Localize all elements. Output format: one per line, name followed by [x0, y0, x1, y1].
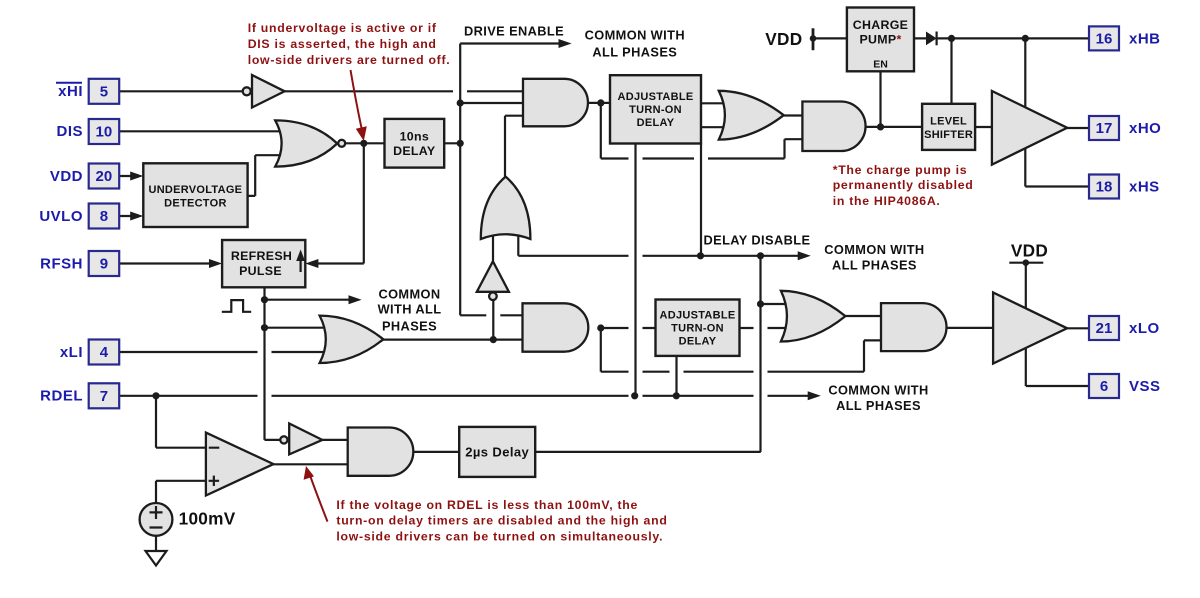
svg-text:17: 17 — [1096, 120, 1113, 137]
svg-text:VSS: VSS — [1129, 378, 1161, 395]
svg-text:xHI: xHI — [58, 83, 83, 100]
svg-text:COMMON WITH: COMMON WITH — [585, 27, 685, 42]
svg-text:TURN-ON: TURN-ON — [671, 323, 724, 335]
svg-text:21: 21 — [1096, 320, 1113, 337]
svg-text:PULSE: PULSE — [239, 264, 282, 278]
svg-text:ALL PHASES: ALL PHASES — [836, 398, 921, 413]
svg-text:xHS: xHS — [1129, 179, 1160, 196]
svg-text:DIS is asserted, the high and: DIS is asserted, the high and — [248, 37, 437, 51]
svg-text:ADJUSTABLE: ADJUSTABLE — [618, 91, 694, 103]
svg-text:ADJUSTABLE: ADJUSTABLE — [660, 310, 736, 322]
svg-text:xHB: xHB — [1129, 31, 1161, 48]
svg-text:18: 18 — [1096, 179, 1113, 196]
svg-text:DELAY: DELAY — [637, 117, 675, 129]
svg-text:DELAY: DELAY — [393, 144, 436, 158]
svg-text:If undervoltage is active or i: If undervoltage is active or if — [248, 21, 437, 35]
svg-text:low-side drivers are turned of: low-side drivers are turned off. — [248, 53, 451, 67]
svg-text:PUMP*: PUMP* — [859, 32, 901, 46]
svg-text:RFSH: RFSH — [40, 255, 83, 272]
svg-text:16: 16 — [1096, 30, 1113, 47]
svg-text:VDD: VDD — [765, 29, 802, 49]
svg-text:20: 20 — [96, 168, 113, 185]
svg-text:SHIFTER: SHIFTER — [924, 129, 973, 141]
svg-text:low-side drivers can be turned: low-side drivers can be turned on simult… — [336, 530, 663, 544]
svg-text:VDD: VDD — [1011, 241, 1048, 261]
svg-text:DIS: DIS — [56, 123, 83, 140]
svg-text:4: 4 — [100, 344, 109, 361]
svg-text:permanently disabled: permanently disabled — [833, 178, 974, 192]
svg-text:*The charge pump is: *The charge pump is — [833, 163, 968, 177]
svg-text:xLO: xLO — [1129, 320, 1160, 337]
svg-text:TURN-ON: TURN-ON — [629, 104, 682, 116]
svg-text:8: 8 — [100, 208, 108, 225]
svg-text:REFRESH: REFRESH — [231, 249, 292, 263]
svg-text:DRIVE ENABLE: DRIVE ENABLE — [464, 24, 564, 39]
svg-text:xHO: xHO — [1129, 120, 1161, 137]
svg-text:LEVEL: LEVEL — [930, 115, 967, 127]
svg-text:RDEL: RDEL — [40, 388, 83, 405]
svg-text:VDD: VDD — [50, 168, 83, 185]
svg-text:UNDERVOLTAGE: UNDERVOLTAGE — [148, 184, 242, 196]
svg-text:100mV: 100mV — [179, 509, 236, 529]
svg-text:6: 6 — [1100, 378, 1108, 395]
svg-text:UVLO: UVLO — [39, 208, 83, 225]
svg-text:DETECTOR: DETECTOR — [164, 197, 227, 209]
svg-text:5: 5 — [100, 83, 108, 100]
svg-text:turn-on delay timers are disab: turn-on delay timers are disabled and th… — [336, 514, 667, 528]
svg-text:CHARGE: CHARGE — [853, 18, 909, 32]
svg-text:PHASES: PHASES — [382, 319, 437, 334]
svg-text:2µs Delay: 2µs Delay — [465, 445, 529, 460]
svg-text:EN: EN — [873, 58, 888, 70]
svg-text:in the HIP4086A.: in the HIP4086A. — [833, 194, 941, 208]
svg-text:COMMON WITH: COMMON WITH — [828, 382, 928, 397]
svg-text:10ns: 10ns — [400, 129, 429, 143]
svg-text:If the voltage on RDEL is less: If the voltage on RDEL is less than 100m… — [336, 498, 638, 512]
svg-text:ALL PHASES: ALL PHASES — [592, 45, 677, 60]
svg-text:ALL PHASES: ALL PHASES — [832, 258, 917, 273]
svg-text:10: 10 — [96, 124, 113, 141]
svg-text:COMMON WITH: COMMON WITH — [824, 242, 924, 257]
svg-text:9: 9 — [100, 256, 108, 273]
svg-text:xLI: xLI — [60, 344, 83, 361]
svg-text:WITH ALL: WITH ALL — [378, 302, 442, 317]
svg-text:COMMON: COMMON — [378, 286, 440, 301]
svg-text:7: 7 — [100, 388, 108, 405]
svg-text:DELAY: DELAY — [679, 336, 717, 348]
svg-text:DELAY DISABLE: DELAY DISABLE — [704, 232, 811, 247]
